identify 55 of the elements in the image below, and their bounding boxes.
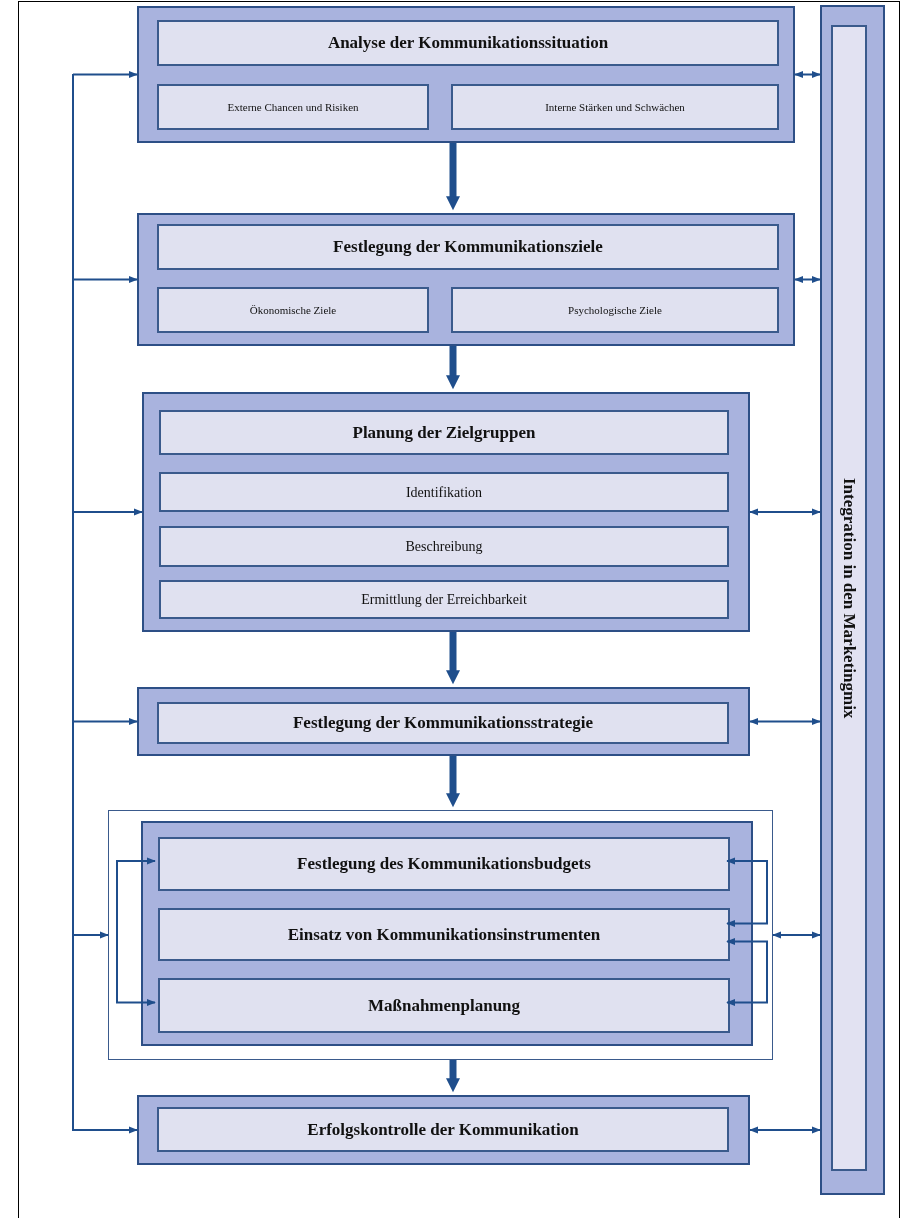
step-box bbox=[157, 287, 429, 333]
arrow bbox=[446, 346, 460, 390]
step-label: Psychologische Ziele bbox=[567, 303, 663, 317]
stage-panel bbox=[137, 213, 795, 346]
arrow bbox=[749, 717, 821, 726]
arrow bbox=[446, 1060, 460, 1093]
step-box bbox=[157, 224, 779, 270]
step-label: Beschreibung bbox=[405, 538, 483, 556]
step-label: Maßnahmenplanung bbox=[367, 994, 521, 1017]
arrow bbox=[772, 931, 821, 939]
arrow bbox=[116, 934, 156, 1007]
arrow bbox=[794, 70, 821, 79]
step-label: Identifikation bbox=[405, 483, 483, 502]
step-label: Ermittlung der Erreichbarkeit bbox=[361, 591, 527, 609]
step-label: Festlegung der Kommunikationsziele bbox=[333, 236, 603, 259]
step-label: Externe Chancen und Risiken bbox=[226, 100, 360, 114]
column-title: Integration in den Marketingmix bbox=[838, 477, 860, 719]
step-box bbox=[159, 526, 729, 567]
stage-panel bbox=[141, 821, 753, 1046]
step-box bbox=[157, 702, 729, 744]
step-label: Planung der Zielgruppen bbox=[352, 421, 536, 444]
step-box bbox=[159, 410, 729, 455]
arrow bbox=[116, 857, 156, 936]
step-box bbox=[451, 287, 779, 333]
step-box bbox=[158, 978, 730, 1033]
arrow bbox=[726, 937, 768, 1007]
stage-panel bbox=[142, 392, 750, 632]
group-frame bbox=[108, 810, 773, 1060]
step-box bbox=[158, 837, 730, 891]
arrow bbox=[446, 756, 460, 808]
step-box bbox=[157, 84, 429, 130]
step-label: Festlegung der Kommunikationsstrategie bbox=[293, 712, 593, 735]
stage-panel bbox=[137, 687, 750, 756]
stage-panel bbox=[137, 1095, 750, 1165]
step-label: Ökonomische Ziele bbox=[248, 303, 338, 317]
step-box bbox=[157, 20, 779, 66]
arrow bbox=[72, 70, 138, 79]
step-label: Erfolgskontrolle der Kommunikation bbox=[307, 1118, 579, 1141]
arrow bbox=[749, 1126, 821, 1134]
step-label: Interne Stärken und Schwächen bbox=[544, 100, 686, 114]
stage-panel bbox=[137, 6, 795, 143]
arrow bbox=[446, 632, 460, 685]
step-box bbox=[159, 472, 729, 512]
step-label: Festlegung des Kommunikationsbudgets bbox=[297, 853, 591, 876]
step-label: Analyse der Kommunikationssituation bbox=[327, 32, 609, 55]
step-box bbox=[157, 1107, 729, 1152]
arrow bbox=[794, 275, 821, 284]
arrow bbox=[749, 508, 821, 516]
side-column-box bbox=[820, 5, 885, 1195]
arrow bbox=[446, 143, 460, 211]
step-box bbox=[159, 580, 729, 619]
arrow bbox=[726, 857, 768, 928]
step-label: Einsatz von Kommunikationsinstrumenten bbox=[287, 923, 601, 946]
step-box bbox=[451, 84, 779, 130]
step-box bbox=[158, 908, 730, 961]
